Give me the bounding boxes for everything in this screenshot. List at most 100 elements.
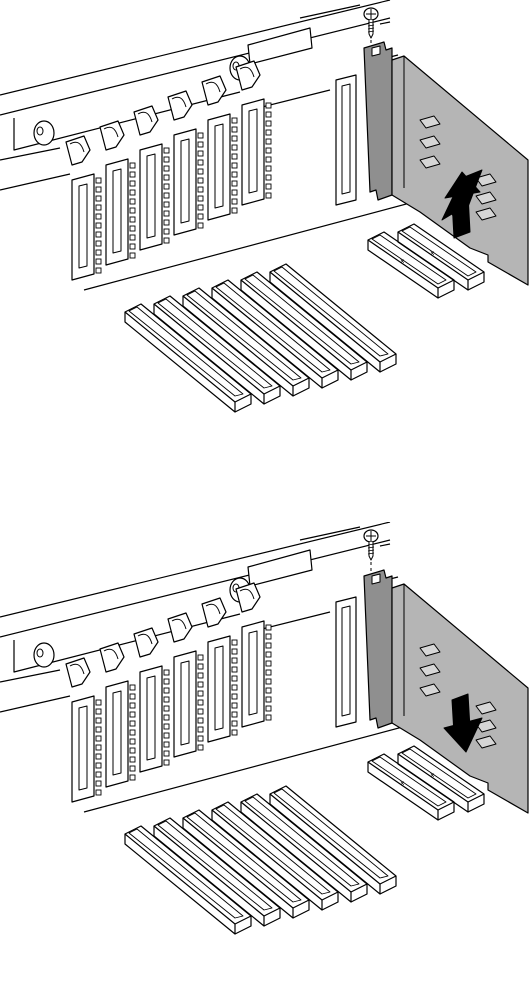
vent-hole [232, 118, 237, 123]
slot-cover [168, 91, 203, 235]
vent-hole [164, 211, 169, 216]
vent-hole [96, 223, 101, 228]
slot-cover [236, 61, 271, 205]
isa-slots [125, 264, 396, 412]
vent-hole [164, 148, 169, 153]
rail-top-edge [0, 522, 390, 617]
vent-hole [266, 112, 271, 117]
vent-hole [198, 160, 203, 165]
vent-hole [266, 148, 271, 153]
vent-hole [96, 790, 101, 795]
vent-hole [266, 157, 271, 162]
vent-hole [130, 253, 135, 258]
vent-hole [164, 202, 169, 207]
vent-hole [96, 781, 101, 786]
vent-hole [164, 724, 169, 729]
vent-hole [232, 676, 237, 681]
vent-hole [96, 196, 101, 201]
cover-clip [100, 643, 124, 672]
vent-hole [232, 145, 237, 150]
rail-notch [380, 22, 390, 24]
isa-slot-side [241, 802, 351, 902]
vent-hole [198, 736, 203, 741]
rail-block [248, 28, 312, 64]
slot-cover [66, 658, 101, 802]
vent-hole [266, 643, 271, 648]
card-board [392, 56, 528, 285]
vent-hole [232, 712, 237, 717]
vent-hole [232, 163, 237, 168]
empty-slot-opening [336, 597, 356, 727]
rail-lower-left [0, 670, 60, 682]
vent-hole [266, 634, 271, 639]
slot-cover [100, 643, 135, 787]
rail-block [248, 550, 312, 586]
vent-hole [130, 775, 135, 780]
isa-slot-side [270, 272, 380, 372]
pci-slot-mark: × [430, 771, 435, 780]
cover-plate [140, 144, 162, 250]
isa-slot-side [183, 818, 293, 918]
vent-hole [266, 193, 271, 198]
vent-hole [130, 163, 135, 168]
vent-hole [96, 250, 101, 255]
diagram-top: ×× [0, 0, 530, 460]
pci-slot-mark: × [430, 249, 435, 258]
isa-slot-side [241, 280, 351, 380]
vent-hole [198, 664, 203, 669]
vent-hole [198, 169, 203, 174]
vent-hole [130, 757, 135, 762]
vent-hole [130, 766, 135, 771]
vent-hole [96, 241, 101, 246]
slot-cover [202, 598, 237, 742]
cover-plate [208, 636, 230, 742]
vent-hole [164, 238, 169, 243]
vent-hole [96, 232, 101, 237]
vent-hole [96, 718, 101, 723]
isa-slot-side [125, 834, 235, 934]
vent-hole [266, 688, 271, 693]
vent-hole [266, 175, 271, 180]
panel-insert-card: ×× [0, 522, 530, 982]
vent-hole [232, 127, 237, 132]
isa-slot-side [183, 296, 293, 396]
vent-hole [232, 190, 237, 195]
isa-slots [125, 786, 396, 934]
slot-cover [202, 76, 237, 220]
empty-slot-frame [336, 75, 356, 205]
cover-clip [66, 136, 90, 165]
vent-hole [96, 205, 101, 210]
vent-hole [130, 721, 135, 726]
vent-hole [164, 157, 169, 162]
slot-cover [168, 613, 203, 757]
cover-plate [208, 114, 230, 220]
vent-hole [232, 136, 237, 141]
vent-hole [198, 187, 203, 192]
vent-hole [266, 625, 271, 630]
vent-hole [164, 220, 169, 225]
vent-hole [198, 142, 203, 147]
vent-hole [96, 187, 101, 192]
vent-hole [232, 649, 237, 654]
vent-hole [198, 133, 203, 138]
vent-hole [96, 709, 101, 714]
vent-hole [198, 655, 203, 660]
vent-hole [198, 196, 203, 201]
vent-hole [266, 715, 271, 720]
slot-cover [134, 628, 169, 772]
board-edge-left [0, 174, 70, 190]
vent-hole [130, 172, 135, 177]
vent-hole [130, 190, 135, 195]
cover-plate [174, 651, 196, 757]
cover-plate [72, 174, 94, 280]
vent-hole [164, 229, 169, 234]
cover-clip [134, 628, 158, 657]
vent-hole [164, 688, 169, 693]
vent-hole [96, 763, 101, 768]
vent-hole [130, 739, 135, 744]
vent-hole [96, 736, 101, 741]
rail-notch [380, 544, 390, 546]
rail-inner-edge [0, 18, 390, 115]
vent-hole [266, 697, 271, 702]
vent-hole [232, 658, 237, 663]
